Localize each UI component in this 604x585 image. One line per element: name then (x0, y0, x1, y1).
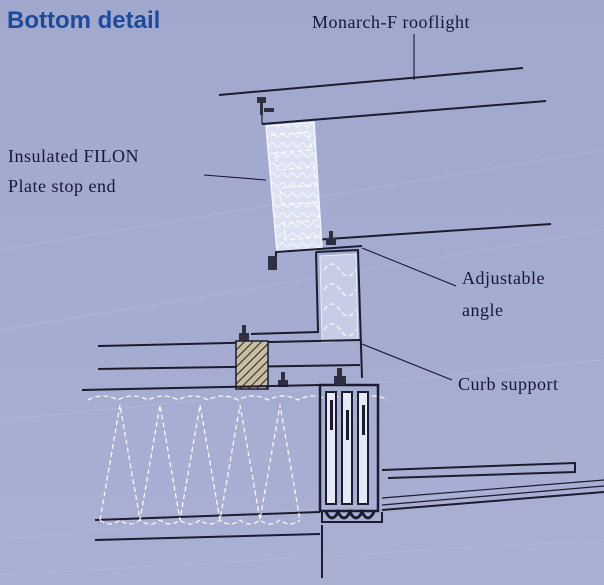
background-lines (0, 149, 604, 576)
label-curb: Curb support (458, 374, 559, 394)
frame-section (318, 368, 604, 578)
label-stop-end-line1: Insulated FILON (8, 146, 139, 166)
leader-lines (203, 34, 457, 381)
leader-curb (361, 343, 453, 381)
leader-angle (361, 247, 457, 287)
curb-support (250, 248, 363, 379)
leader-stop-end (203, 174, 267, 181)
label-angle-line2: angle (462, 300, 503, 320)
adjustable-angle (268, 231, 363, 270)
label-stop-end-line2: Plate stop end (8, 176, 116, 196)
label-rooflight: Monarch-F rooflight (312, 12, 470, 32)
timber-block (97, 325, 361, 390)
page-title: Bottom detail (7, 7, 160, 34)
stop-end-plate (265, 121, 323, 253)
top-fixing (257, 97, 274, 115)
label-angle-line1: Adjustable (462, 268, 545, 288)
